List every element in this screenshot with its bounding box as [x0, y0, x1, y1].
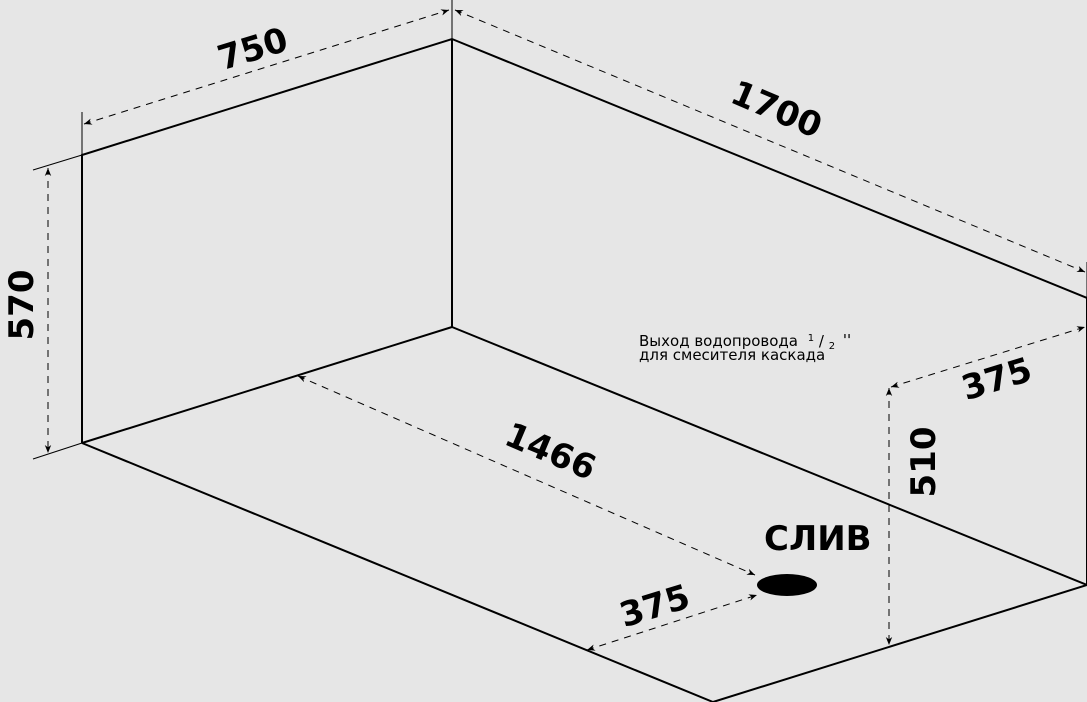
outlet-note-line2: для смесителя каскада	[639, 346, 825, 364]
bathtub-outline	[81, 37, 1087, 702]
outlet-inch-mark: ''	[843, 331, 851, 349]
svg-text:Выход водопровода 1: Выход водопровода 1 / 2 ''	[639, 327, 851, 353]
outlet-note: Выход водопровода 1 / 2 '' для смесителя…	[639, 327, 851, 364]
dimension-lines	[44, 9, 1086, 651]
extension-lines	[32, 0, 1087, 460]
drain-hole	[757, 574, 817, 596]
dim-label-1700: 1700	[725, 73, 828, 147]
dim-line-1700	[454, 9, 1086, 273]
dim-line-750	[83, 9, 450, 125]
outlet-fraction-sep: /	[819, 332, 825, 350]
outlet-fraction-num: 1	[808, 333, 814, 344]
dim-line-1466	[297, 375, 756, 576]
outlet-fraction-den: 2	[829, 341, 835, 352]
dim-label-510: 510	[904, 427, 944, 498]
dim-label-375-drain: 375	[615, 577, 695, 636]
outlet-note-line1: Выход водопровода	[639, 332, 798, 350]
dim-label-750: 750	[213, 20, 293, 79]
dim-label-375-outlet: 375	[957, 350, 1037, 409]
drain-label: СЛИВ	[764, 519, 872, 559]
dim-line-375-drain	[586, 594, 758, 651]
dim-label-570: 570	[2, 270, 42, 341]
dim-line-375-outlet	[890, 326, 1086, 388]
dim-label-1466: 1466	[499, 415, 602, 489]
